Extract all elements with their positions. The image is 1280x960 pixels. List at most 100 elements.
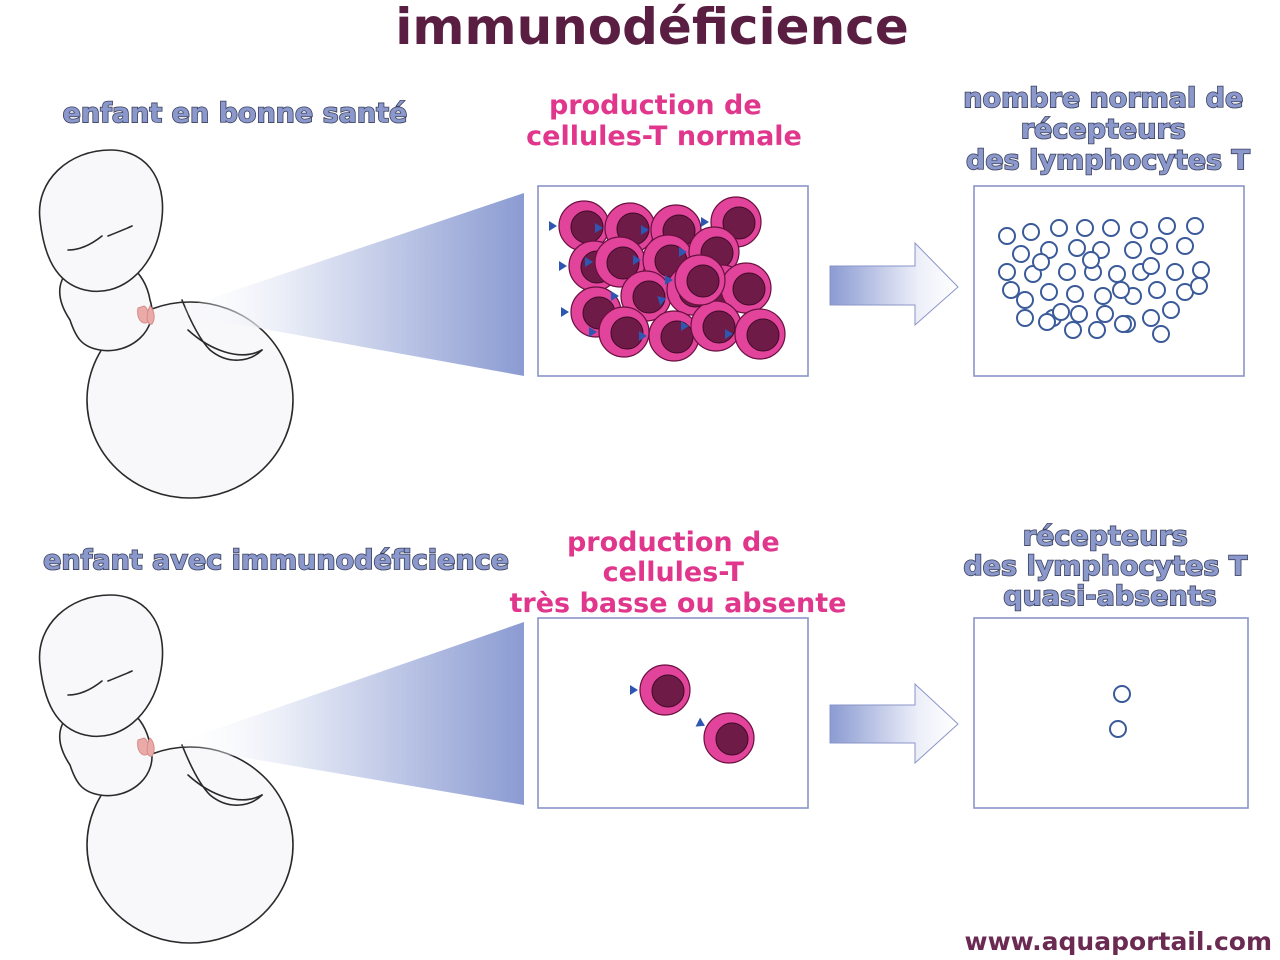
receptor-circle <box>998 263 1016 281</box>
receptors-healthy <box>998 217 1210 343</box>
healthy-baby-illustration <box>38 149 294 499</box>
receptor-circle <box>1058 263 1076 281</box>
cell-receptor-tab <box>630 685 638 695</box>
receptor-circle <box>1088 321 1106 339</box>
receptor-circle <box>1176 237 1194 255</box>
t-cell <box>639 310 700 362</box>
cell-nucleus <box>632 280 666 314</box>
t-cell <box>695 712 755 764</box>
cell-receptor-tab <box>559 261 567 271</box>
cell-receptor-tab <box>665 275 673 285</box>
receptor-circle <box>1162 301 1180 319</box>
cell-nucleus <box>610 316 644 350</box>
receptor-circle <box>1076 219 1094 237</box>
t-cells-healthy <box>549 196 786 362</box>
row-immunodeficient: enfant avec immunodéficience production … <box>38 520 1256 944</box>
magnification-cone-immunodeficient <box>170 622 524 805</box>
t-cell <box>665 254 726 306</box>
cell-nucleus <box>686 264 720 298</box>
cell-receptor-tab <box>633 255 641 265</box>
receptor-circle <box>1190 277 1208 295</box>
receptor-circle <box>1186 217 1204 235</box>
cell-nucleus <box>722 206 756 240</box>
receptor-circle <box>1040 283 1058 301</box>
receptor-circle <box>1114 315 1132 333</box>
receptor-circle <box>1192 261 1210 279</box>
t-cell <box>630 664 691 716</box>
production-label-healthy: production de cellules-T normale <box>526 90 802 152</box>
receptor-circle <box>1022 223 1040 241</box>
receptor-circle <box>1158 217 1176 235</box>
receptor-circle <box>1102 219 1120 237</box>
receptor-circle <box>1082 251 1100 269</box>
cell-receptor-tab <box>725 329 733 339</box>
receptor-circle <box>1050 219 1068 237</box>
arrow-right-icon <box>829 682 959 765</box>
cell-nucleus <box>732 272 766 306</box>
receptor-circle <box>1032 253 1050 271</box>
cell-receptor-tab <box>657 296 667 306</box>
cell-receptor-tab <box>595 223 603 233</box>
receptor-circle <box>1066 285 1084 303</box>
receptor-label-immunodeficient: récepteurs des lymphocytes T quasi-absen… <box>963 521 1256 612</box>
receptor-circle <box>998 227 1016 245</box>
receptor-circle <box>1142 257 1160 275</box>
receptor-circle <box>1150 237 1168 255</box>
t-cells-immunodeficient <box>630 664 755 764</box>
cell-receptor-tab <box>701 217 709 227</box>
t-cell <box>549 200 610 252</box>
receptor-circle <box>1096 305 1114 323</box>
receptor-circle <box>1108 265 1126 283</box>
cell-nucleus <box>746 318 780 352</box>
receptor-circle <box>1142 309 1160 327</box>
cell-receptor-tab <box>679 247 687 257</box>
production-label-immunodeficient: production de cellules-T très basse ou a… <box>510 527 847 619</box>
arrow-right-icon <box>829 241 959 327</box>
cell-receptor-tab <box>639 331 647 341</box>
receptor-circle <box>1148 281 1166 299</box>
receptor-circle <box>1130 221 1148 239</box>
receptor-circle <box>1012 245 1030 263</box>
receptor-circle <box>1064 321 1082 339</box>
cell-nucleus <box>651 674 685 708</box>
page-title: immunodéficience <box>395 0 908 56</box>
receptor-circle <box>1113 685 1131 703</box>
cell-receptor-tab <box>589 327 597 337</box>
child-label-healthy: enfant en bonne santé <box>63 98 408 129</box>
receptor-circle <box>1052 303 1070 321</box>
cell-receptor-tab <box>641 225 649 235</box>
child-label-immunodeficient: enfant avec immunodéficience <box>43 545 509 576</box>
cell-nucleus <box>606 246 640 280</box>
cell-receptor-tab <box>549 221 557 231</box>
receptor-label-healthy: nombre normal de récepteurs des lymphocy… <box>963 83 1252 176</box>
receptor-circle <box>1016 309 1034 327</box>
receptor-circle <box>1038 313 1056 331</box>
cell-nucleus <box>715 722 749 756</box>
cell-receptor-tab <box>611 291 619 301</box>
t-cell <box>589 306 650 358</box>
receptor-circle <box>1109 720 1127 738</box>
receptor-circle <box>1068 239 1086 257</box>
row-healthy: enfant en bonne santé production de cell… <box>38 82 1252 499</box>
receptor-panel-immunodeficient <box>973 617 1249 809</box>
website-watermark: www.aquaportail.com <box>964 927 1272 956</box>
receptor-circle <box>1016 291 1034 309</box>
receptor-circle <box>1112 281 1130 299</box>
cell-receptor-tab <box>681 321 689 331</box>
receptor-circle <box>1070 305 1088 323</box>
cell-nucleus <box>702 310 736 344</box>
receptor-circle <box>1166 263 1184 281</box>
cell-receptor-tab <box>585 257 593 267</box>
cell-receptor-tab <box>561 307 569 317</box>
receptor-circle <box>1002 281 1020 299</box>
cell-receptor-tab <box>695 717 705 727</box>
immunodeficient-baby-illustration <box>38 594 294 944</box>
receptor-circle <box>1124 241 1142 259</box>
receptors-immunodeficient <box>1109 685 1131 738</box>
t-cell <box>681 300 742 352</box>
receptor-circle <box>1094 287 1112 305</box>
magnification-cone-healthy <box>170 193 524 376</box>
t-cell <box>725 308 786 360</box>
receptor-circle <box>1152 325 1170 343</box>
